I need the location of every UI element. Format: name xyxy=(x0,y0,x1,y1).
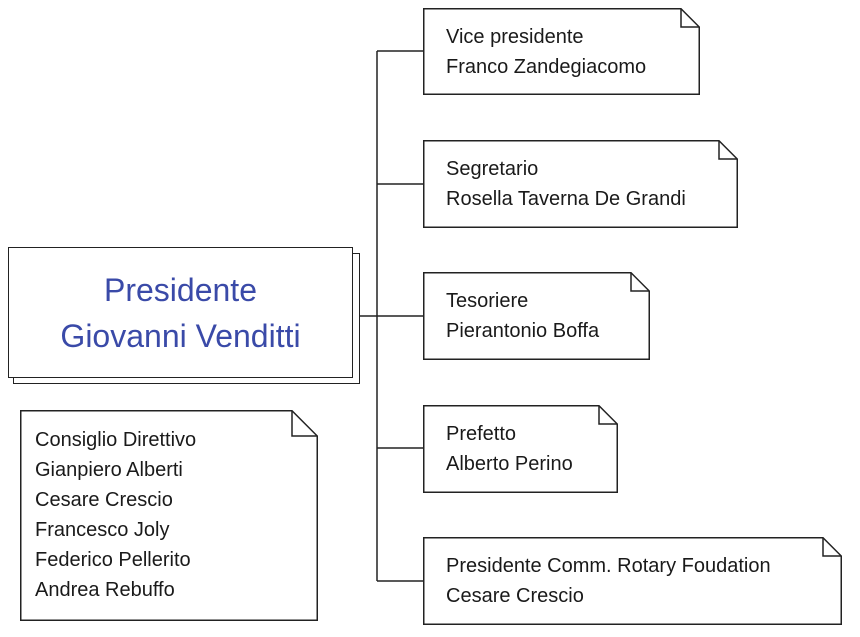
officer-role: Prefetto xyxy=(446,423,517,445)
officer-note-secretary: Segretario Rosella Taverna De Grandi xyxy=(423,140,738,228)
officer-name: Franco Zandegiacomo xyxy=(446,56,647,78)
council-title: Consiglio Direttivo xyxy=(35,429,197,451)
council-member: Cesare Crescio xyxy=(35,489,173,511)
president-box: Presidente Giovanni Venditti xyxy=(8,247,360,387)
officer-role: Vice presidente xyxy=(446,26,584,48)
note-shape xyxy=(423,140,738,228)
officer-name: Alberto Perino xyxy=(446,453,573,475)
officer-name: Pierantonio Boffa xyxy=(446,320,600,342)
officer-note-prefect: Prefetto Alberto Perino xyxy=(423,405,618,493)
officer-name: Cesare Crescio xyxy=(446,585,584,607)
president-box-front: Presidente Giovanni Venditti xyxy=(8,247,353,378)
officer-role: Presidente Comm. Rotary Foudation xyxy=(446,555,771,577)
officer-name: Rosella Taverna De Grandi xyxy=(446,188,686,210)
note-shape xyxy=(423,8,700,95)
note-shape xyxy=(20,410,318,621)
note-shape xyxy=(423,405,618,493)
officer-note-vice-president: Vice presidente Franco Zandegiacomo xyxy=(423,8,700,95)
officer-note-treasurer: Tesoriere Pierantonio Boffa xyxy=(423,272,650,360)
note-shape xyxy=(423,537,842,625)
council-member: Andrea Rebuffo xyxy=(35,579,175,601)
president-name: Giovanni Venditti xyxy=(60,317,301,354)
council-note: Consiglio Direttivo Gianpiero Alberti Ce… xyxy=(20,410,318,621)
officer-role: Segretario xyxy=(446,158,539,180)
note-shape xyxy=(423,272,650,360)
president-title: Presidente xyxy=(104,271,257,308)
council-member: Federico Pellerito xyxy=(35,549,191,571)
officer-role: Tesoriere xyxy=(446,290,529,312)
council-member: Francesco Joly xyxy=(35,519,170,541)
council-member: Gianpiero Alberti xyxy=(35,459,183,481)
officer-note-rotary-foundation: Presidente Comm. Rotary Foudation Cesare… xyxy=(423,537,842,625)
